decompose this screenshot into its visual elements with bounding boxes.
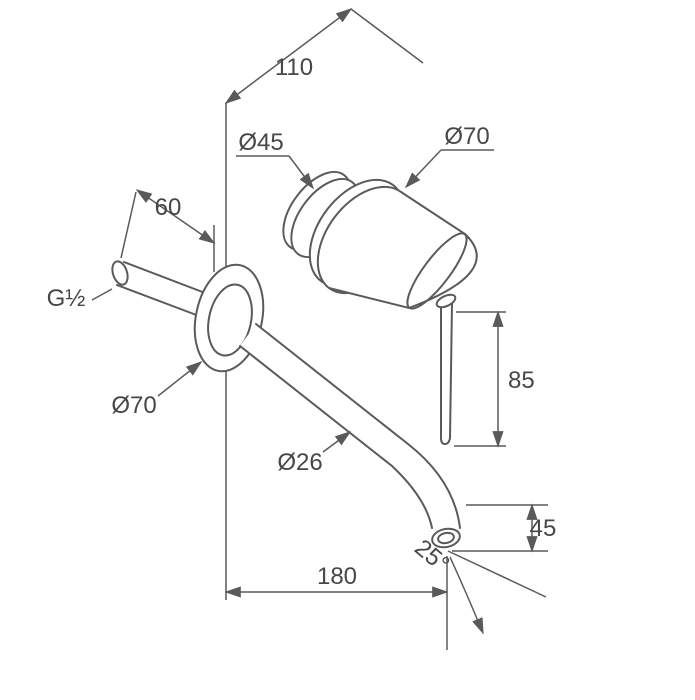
dimension-180: 180 <box>224 556 449 650</box>
mixer-body <box>328 191 478 310</box>
spout-rosette-inner <box>207 283 253 357</box>
dia-70-spout-label: Ø70 <box>111 392 156 419</box>
thread-leader-line <box>91 288 113 301</box>
handle-lever <box>440 299 454 446</box>
dia-26-leader <box>322 431 352 453</box>
stream-curve-arrow <box>449 556 484 635</box>
supply-pipe <box>111 260 214 320</box>
dim-60-extension-left <box>120 191 137 259</box>
dimension-110: 110 <box>224 8 424 104</box>
dim-180-label: 180 <box>317 563 357 590</box>
pipe-top-edge <box>123 261 214 297</box>
pipe-bottom-edge <box>116 284 208 320</box>
pipe-end-face <box>111 260 129 286</box>
thread-label: G½ <box>47 285 86 312</box>
dia-70-handle-label: Ø70 <box>444 123 489 150</box>
dia-45-leader <box>288 155 314 190</box>
dim-110-label: 110 <box>275 54 313 81</box>
dim-85-label: 85 <box>508 367 535 394</box>
spout <box>239 323 461 549</box>
dia-45-callout: Ø45 <box>236 129 314 190</box>
dia-70-spout-leader <box>157 360 203 397</box>
dia-70-spout-callout: Ø70 <box>111 360 203 419</box>
dia-70-handle-callout: Ø70 <box>404 123 494 189</box>
spout-upper-edge <box>255 323 461 529</box>
dia-26-callout: Ø26 <box>277 431 352 476</box>
dia-70-handle-leader <box>404 149 442 189</box>
handle-axis-extension-line <box>350 8 424 64</box>
dia-45-label: Ø45 <box>238 129 283 156</box>
mixer-body-joint <box>406 232 468 310</box>
dim-45-label: 45 <box>530 515 557 542</box>
dimension-45: 45 <box>452 503 557 553</box>
dimension-85: 85 <box>454 310 535 448</box>
dim-60-line <box>135 189 216 244</box>
thread-callout: G½ <box>47 285 113 312</box>
stream-angle-line <box>447 550 547 598</box>
dim-110-line <box>224 8 353 104</box>
spout-body-fill <box>240 324 460 548</box>
stream-angle: 25° <box>409 534 547 635</box>
mixer-handle-unit <box>282 171 478 446</box>
lever-pivot <box>435 293 457 309</box>
dimension-60: 60 <box>120 189 216 272</box>
spout-outlet-aerator <box>437 531 455 545</box>
dim-60-label: 60 <box>155 194 182 221</box>
spout-lower-edge <box>239 345 433 529</box>
dia-26-label: Ø26 <box>277 449 322 476</box>
